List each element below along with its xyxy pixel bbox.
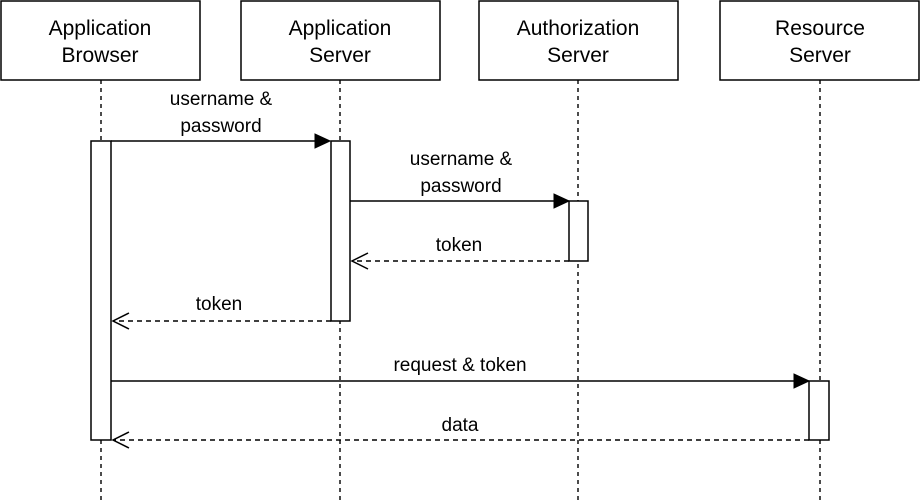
participant-authserver: Authorization Server — [478, 0, 679, 81]
message-label: data — [442, 415, 479, 436]
activation-browser — [90, 140, 112, 441]
participant-resserver: Resource Server — [719, 0, 920, 81]
message-label-line2: password — [420, 176, 501, 197]
arrowhead-filled-icon — [553, 193, 571, 209]
arrowhead-open-icon — [111, 431, 130, 449]
participant-name-line1: Application — [49, 17, 152, 40]
participant-name-line2: Server — [547, 44, 609, 67]
arrowhead-open-icon — [111, 312, 130, 330]
message-label: token — [436, 235, 482, 256]
activation-authserver — [568, 200, 589, 262]
message-label-line1: username & — [410, 149, 513, 170]
participant-name-line2: Server — [309, 44, 371, 67]
activation-appserver — [330, 140, 351, 322]
message-label-line1: username & — [170, 89, 273, 110]
message-username-password-to-appserver: username & password — [111, 89, 332, 149]
participant-name-line2: Server — [789, 44, 851, 67]
message-token-to-browser: token — [111, 294, 331, 330]
participant-name-line1: Authorization — [517, 17, 640, 40]
activation-resserver — [808, 380, 830, 441]
message-label: request & token — [393, 355, 526, 376]
participant-name-line2: Browser — [61, 44, 138, 67]
message-label-line2: password — [180, 116, 261, 137]
participant-name-line1: Application — [289, 17, 392, 40]
message-token-to-appserver: token — [350, 235, 569, 270]
arrowhead-open-icon — [350, 252, 369, 270]
participant-name-line1: Resource — [775, 17, 865, 40]
participant-browser: Application Browser — [0, 0, 201, 81]
message-username-password-to-authserver: username & password — [350, 149, 571, 209]
arrowhead-filled-icon — [793, 373, 811, 389]
arrowhead-filled-icon — [314, 133, 332, 149]
message-data-to-browser: data — [111, 415, 809, 449]
message-label: token — [196, 294, 242, 315]
participant-appserver: Application Server — [240, 0, 441, 81]
message-request-token-to-resserver: request & token — [111, 355, 811, 389]
